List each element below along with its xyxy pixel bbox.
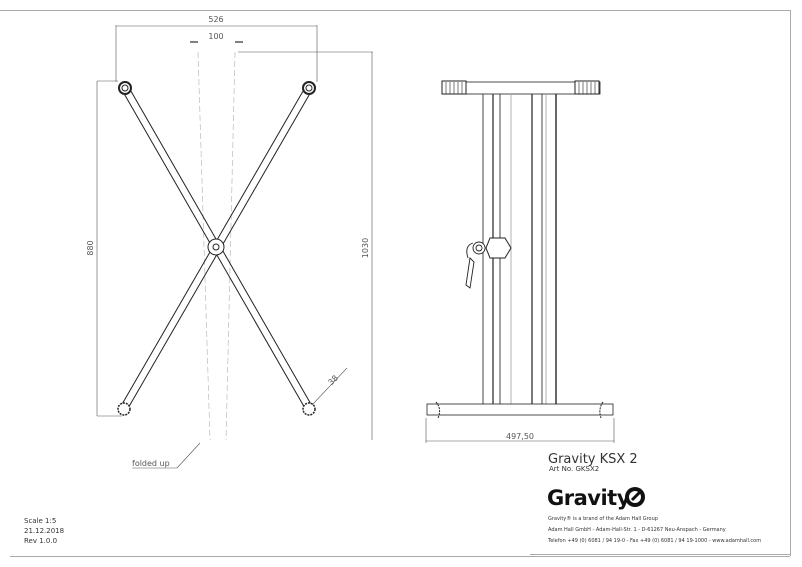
center-pivot: [207, 238, 225, 256]
revision-label: Rev 1.0.0: [24, 537, 57, 545]
company-contact: Telefon +49 (0) 6081 / 94 19-0 - Fax +49…: [547, 538, 761, 544]
svg-text:Gravity: Gravity: [547, 486, 631, 510]
dimension-height-total: 1030: [361, 238, 370, 258]
date-label: 21.12.2018: [24, 527, 64, 535]
product-name: Gravity KSX 2: [548, 452, 638, 467]
dimension-folded-width: 100: [208, 32, 223, 41]
locking-lever: [465, 241, 486, 289]
drawing-info: Scale 1:5 21.12.2018 Rev 1.0.0: [24, 517, 64, 545]
base-bar: [426, 403, 614, 416]
pivot-block: [485, 237, 512, 259]
top-view: 526 100 880 1030 38 folded up: [86, 15, 373, 469]
scale-label: Scale 1:5: [24, 517, 56, 525]
gravity-logo: Gravity: [547, 486, 645, 510]
title-block: Gravity KSX 2 Art No. GKSX2 Gravity Grav…: [547, 452, 761, 544]
brand-line: Gravity® is a brand of the Adam Hall Gro…: [548, 515, 658, 522]
article-number: Art No. GKSX2: [549, 465, 599, 473]
dimension-top-width: 526: [208, 15, 223, 24]
dimension-tube-diameter: 38: [326, 373, 340, 387]
dimension-height-feet: 880: [86, 240, 95, 255]
leg-feet: [117, 81, 316, 416]
drawing-frame: [0, 10, 791, 557]
folded-up-label: folded up: [132, 459, 170, 468]
company-address: Adam Hall GmbH - Adam-Hall-Str. 1 - D-61…: [548, 527, 726, 533]
dimension-side-width: 497,50: [506, 432, 534, 441]
side-view: 497,50: [425, 80, 615, 443]
folded-outline: [197, 51, 236, 441]
